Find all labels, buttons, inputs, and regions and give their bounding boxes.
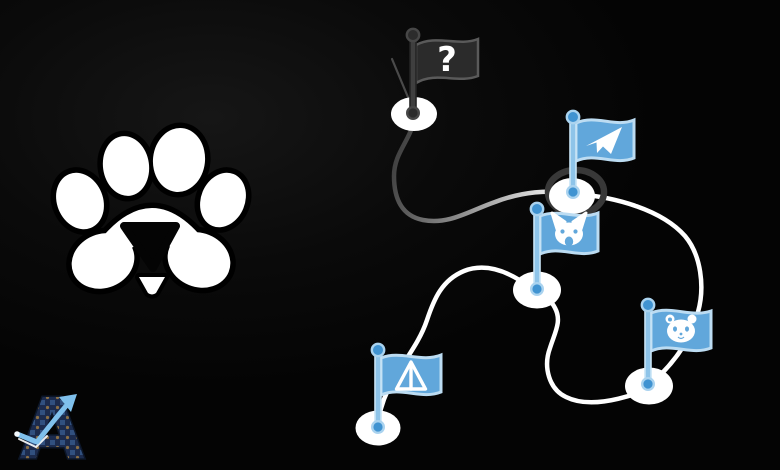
paw-toe	[152, 128, 206, 192]
flag-pole	[374, 349, 382, 428]
flag-pole	[409, 34, 417, 116]
flag-pole-top-knob	[640, 297, 656, 313]
paws-logo	[50, 122, 252, 299]
trend-arrow-head	[59, 394, 77, 412]
flag-pole-bottom-knob	[641, 377, 656, 392]
paw-toe	[102, 136, 150, 196]
watermark-logo: A	[14, 379, 86, 470]
flag-pole-top-knob	[405, 27, 421, 43]
paw-fill	[56, 128, 246, 289]
flag-pole-bottom-knob	[406, 105, 421, 120]
paw-nose-notch	[120, 222, 180, 272]
flag-banner	[414, 37, 480, 86]
paw-toe	[56, 172, 104, 230]
flag-pole	[533, 208, 541, 290]
hamster-face-icon	[658, 314, 704, 343]
flag-pole-bottom-knob	[530, 282, 545, 297]
paw-chin	[139, 277, 165, 295]
milestone-notcoin-flag	[355, 342, 443, 446]
trend-arrow-line	[14, 403, 69, 445]
flag-pole-bottom-knob	[566, 184, 581, 199]
flag-pole-bottom-knob	[371, 420, 386, 435]
flag-pole-top-knob	[370, 342, 386, 358]
flag-pole	[569, 116, 577, 194]
trend-arrow-underline	[18, 435, 48, 449]
trend-arrow-icon	[14, 394, 77, 449]
question-mark-label: ?	[437, 40, 457, 80]
flag-pole-top-knob	[565, 109, 581, 125]
milestone-dogs-flag	[513, 201, 600, 309]
milestone-hamster-flag	[625, 297, 713, 405]
milestone-mystery-flag: ?	[391, 27, 480, 131]
path-stray-string	[390, 57, 412, 104]
paw-toe	[200, 172, 246, 228]
trend-arrow-start-dot	[14, 431, 20, 437]
flag-pole	[644, 304, 652, 385]
path-mystery-to-telegram	[391, 117, 575, 224]
flag-pole-top-knob	[529, 201, 545, 217]
telegram-paper-plane-icon	[586, 127, 622, 154]
dog-face-icon	[550, 211, 588, 247]
notcoin-triangle-icon	[394, 360, 428, 391]
